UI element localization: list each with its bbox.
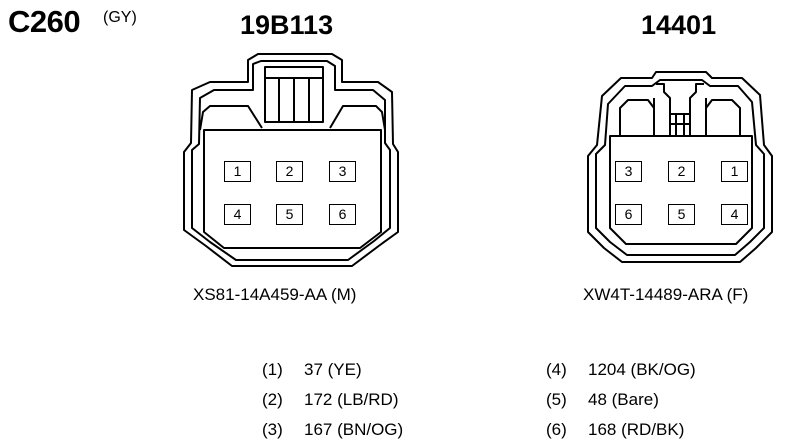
connector-1-pin-label: 1 [224, 161, 251, 182]
connector-1-housing [183, 53, 399, 267]
connector-1-pin-label: 2 [276, 161, 303, 182]
pinout-pin: (3) [262, 420, 283, 439]
pinout-desc: 167 (BN/OG) [304, 420, 404, 439]
pinout-desc: 172 (LB/RD) [304, 390, 399, 409]
connector-1-pin-label: 3 [329, 161, 356, 182]
connector-color: (GY) [103, 9, 137, 26]
pinout-row: (4) 1204 (BK/OG) [546, 360, 776, 382]
pinout-desc: 48 (Bare) [588, 390, 659, 409]
pinout-row: (6) 168 (RD/BK) [546, 420, 776, 442]
connector-1-pin-label: 6 [329, 204, 356, 225]
pinout-row: (2) 172 (LB/RD) [262, 390, 482, 412]
connector-2-pin-label: 5 [668, 204, 695, 225]
connector-1-pin-label: 5 [276, 204, 303, 225]
pinout-pin: (6) [546, 420, 567, 439]
pinout-pin: (5) [546, 390, 567, 409]
connector-1-pin-label: 4 [224, 204, 251, 225]
pinout-pin: (2) [262, 390, 283, 409]
pinout-pin: (1) [262, 360, 283, 379]
connector-2-housing [587, 71, 773, 263]
connector-1-title: 19B113 [240, 10, 334, 40]
connector-2-pin-label: 3 [615, 161, 642, 182]
connector-2-pin-label: 1 [721, 161, 748, 182]
connector-1-part-number: XS81-14A459-AA (M) [193, 285, 357, 304]
connector-2-part-number: XW4T-14489-ARA (F) [583, 285, 749, 304]
pinout-desc: 1204 (BK/OG) [588, 360, 696, 379]
pinout-desc: 37 (YE) [304, 360, 362, 379]
connector-id: C260 [8, 4, 81, 39]
pinout-desc: 168 (RD/BK) [588, 420, 685, 439]
pinout-pin: (4) [546, 360, 567, 379]
pinout-row: (1) 37 (YE) [262, 360, 482, 382]
connector-2-pin-label: 4 [721, 204, 748, 225]
connector-2-title: 14401 [641, 10, 717, 40]
pinout-row: (5) 48 (Bare) [546, 390, 776, 412]
connector-2-pin-label: 6 [615, 204, 642, 225]
pinout-row: (3) 167 (BN/OG) [262, 420, 482, 442]
connector-2-pin-label: 2 [668, 161, 695, 182]
